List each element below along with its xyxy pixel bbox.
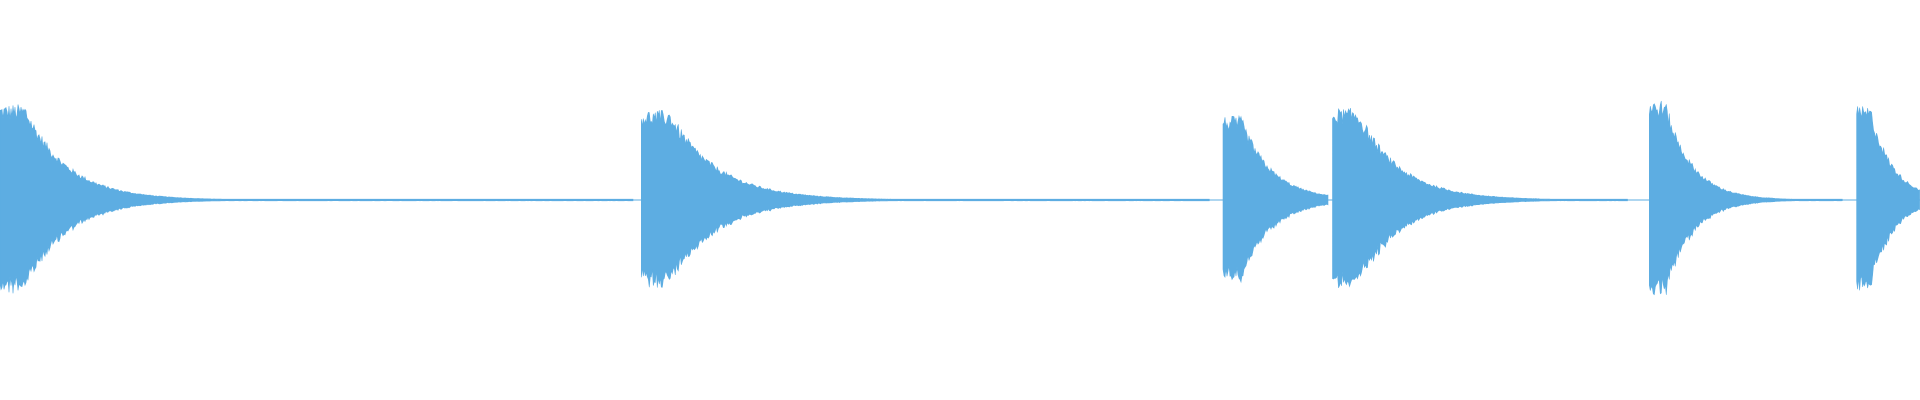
waveform-bursts <box>0 100 1920 296</box>
waveform-burst-1 <box>0 104 634 294</box>
waveform-burst-5 <box>1649 100 1843 296</box>
waveform-burst-3 <box>1222 114 1329 284</box>
waveform-burst-4 <box>1332 107 1628 289</box>
waveform-burst-2 <box>641 110 1210 288</box>
waveform-burst-6 <box>1856 106 1920 291</box>
